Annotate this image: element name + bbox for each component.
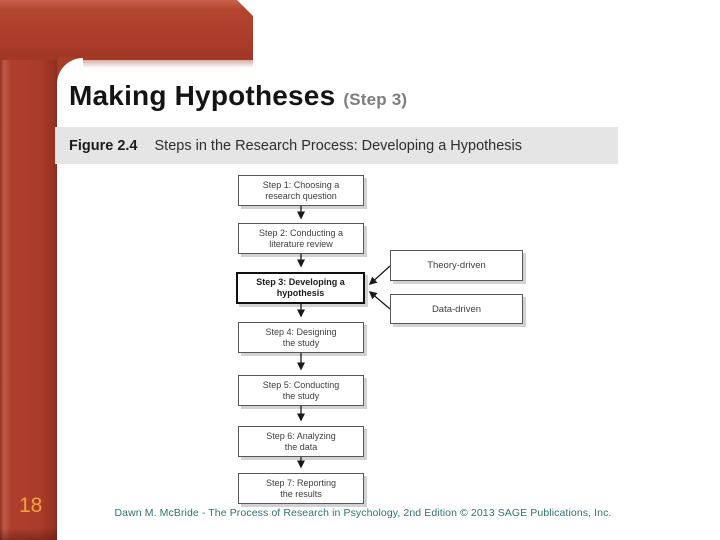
flow-step-5-line1: Step 5: Conducting (262, 379, 340, 390)
flow-step-6-line1: Step 6: Analyzing (266, 430, 336, 441)
flow-step-7-line1: Step 7: Reporting (265, 477, 337, 488)
flow-step-7-line2: the results (280, 488, 322, 499)
flow-step-1-box: Step 1: Choosing a research question (238, 175, 364, 206)
flow-step-3-box-highlighted: Step 3: Developing a hypothesis (236, 272, 365, 304)
flow-step-4-box: Step 4: Designing the study (238, 322, 364, 353)
page-number: 18 (19, 494, 43, 517)
theory-driven-label: Theory-driven (427, 260, 486, 271)
data-driven-box: Data-driven (390, 294, 523, 324)
flow-step-2-box: Step 2: Conducting a literature review (238, 223, 364, 254)
flow-step-3-line1: Step 3: Developing a (256, 277, 345, 287)
page-title-step-suffix: (Step 3) (343, 90, 408, 109)
data-driven-label: Data-driven (431, 303, 482, 315)
flow-step-4-line1: Step 4: Designing (265, 326, 337, 337)
accent-top-corner-shape (0, 0, 253, 60)
figure-number-label: Figure 2.4 (69, 137, 138, 154)
flow-step-2-line2: literature review (269, 238, 333, 249)
theory-driven-box: Theory-driven (390, 250, 523, 281)
accent-sidebar-shape (0, 0, 57, 540)
figure-caption-text: Steps in the Research Process: Developin… (154, 137, 523, 154)
figure-caption-bar: Figure 2.4 Steps in the Research Process… (55, 127, 618, 164)
flow-step-3-line2: hypothesis (276, 288, 325, 298)
flow-step-6-box: Step 6: Analyzing the data (238, 426, 364, 457)
accent-top-shadow (80, 60, 253, 68)
flow-step-7-box: Step 7: Reporting the results (238, 473, 364, 504)
page-title: Making Hypotheses (Step 3) (69, 80, 407, 112)
flow-step-1-line2: research question (265, 190, 337, 201)
flow-step-4-line2: the study (282, 337, 320, 348)
arrow-theory-step3 (368, 265, 391, 286)
credit-line: Dawn M. McBride - The Process of Researc… (114, 507, 612, 519)
flow-step-2-line1: Step 2: Conducting a (258, 227, 344, 238)
flow-step-5-line2: the study (282, 390, 320, 401)
arrow-data-step3 (368, 291, 391, 310)
flow-step-6-line2: the data (284, 441, 318, 452)
flow-step-1-line1: Step 1: Choosing a (262, 179, 340, 190)
flow-step-5-box: Step 5: Conducting the study (238, 375, 364, 406)
page-title-main: Making Hypotheses (69, 80, 336, 111)
